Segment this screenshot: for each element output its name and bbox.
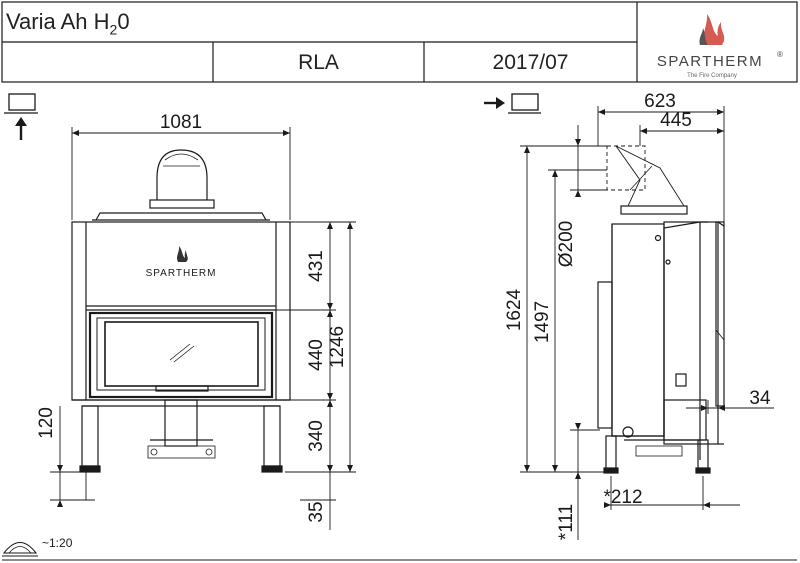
front-dimension-arrows — [57, 130, 353, 507]
side-dimension-arrows — [524, 109, 725, 508]
dim-side-212: *212 — [603, 487, 642, 508]
variant-label: RLA — [298, 51, 339, 74]
dim-side-1624: 1624 — [504, 288, 525, 331]
dim-side-445: 445 — [660, 110, 692, 131]
dim-side-34: 34 — [749, 388, 771, 409]
dim-front-35: 35 — [306, 501, 327, 522]
side-dimension-lines — [520, 106, 774, 540]
hood-logo-text: SPARTHERM — [146, 268, 217, 279]
dim-side-111: *111 — [556, 504, 577, 540]
dim-side-1497: 1497 — [532, 301, 553, 343]
spartherm-flame-logo — [699, 14, 725, 45]
side-view-drawing — [597, 145, 725, 474]
scale-label: ~1:20 — [42, 536, 73, 550]
brand-registered: ® — [777, 50, 783, 59]
hood-logo-flame — [177, 246, 188, 262]
scale-protractor-icon — [2, 541, 38, 557]
dim-front-width: 1081 — [160, 112, 202, 133]
dim-front-120: 120 — [36, 407, 57, 439]
product-name: Varia Ah H — [6, 9, 110, 34]
product-suffix: 0 — [117, 9, 130, 34]
side-view-marker — [484, 93, 541, 114]
date-label: 2017/07 — [492, 51, 569, 74]
product-title: Varia Ah H20 — [6, 9, 130, 37]
brand-tagline: The Fire Company — [687, 73, 737, 79]
title-block — [1, 1, 798, 83]
dim-front-340: 340 — [306, 420, 327, 452]
dim-front-440: 440 — [306, 339, 327, 371]
front-view-marker — [4, 93, 38, 140]
dim-side-623: 623 — [644, 91, 676, 112]
dim-side-flue-diameter: Ø200 — [556, 221, 577, 267]
dim-front-431: 431 — [306, 250, 327, 282]
dim-front-1246: 1246 — [327, 326, 348, 368]
front-dimension-lines — [50, 127, 356, 530]
front-view-drawing — [71, 149, 291, 473]
product-subscript: 2 — [109, 21, 118, 38]
brand-name: SPARTHERM — [657, 53, 763, 70]
